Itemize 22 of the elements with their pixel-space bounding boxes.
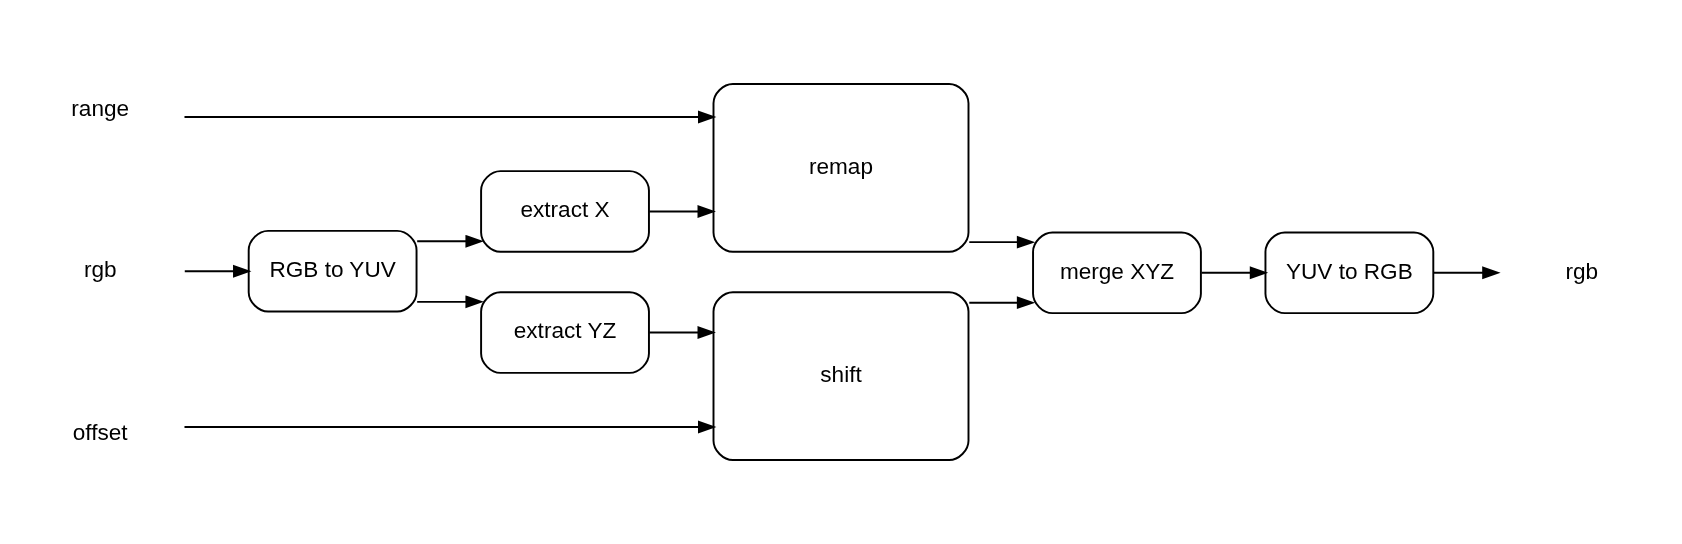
node-box: RGB to YUV: [247, 229, 418, 313]
node-box: remap: [712, 83, 970, 253]
arrow: [1432, 266, 1501, 280]
node-box: shift: [712, 291, 970, 461]
node-box: YUV to RGB: [1264, 231, 1435, 315]
arrow: [968, 296, 1036, 310]
node-text: rgb: [83, 257, 117, 283]
arrow: [183, 420, 717, 434]
node-box: extract X: [480, 170, 650, 253]
arrow: [1200, 266, 1269, 280]
arrow: [648, 205, 716, 218]
node-text: rgb: [1565, 258, 1599, 284]
arrow: [416, 295, 484, 309]
arrow: [183, 264, 252, 278]
node-text: range: [71, 95, 130, 121]
arrow: [968, 235, 1036, 249]
arrow: [416, 234, 484, 248]
node-box: extract YZ: [480, 291, 650, 374]
node-box: merge XYZ: [1032, 231, 1202, 315]
node-text: offset: [72, 420, 128, 446]
arrow: [183, 110, 717, 124]
arrow: [648, 326, 716, 339]
